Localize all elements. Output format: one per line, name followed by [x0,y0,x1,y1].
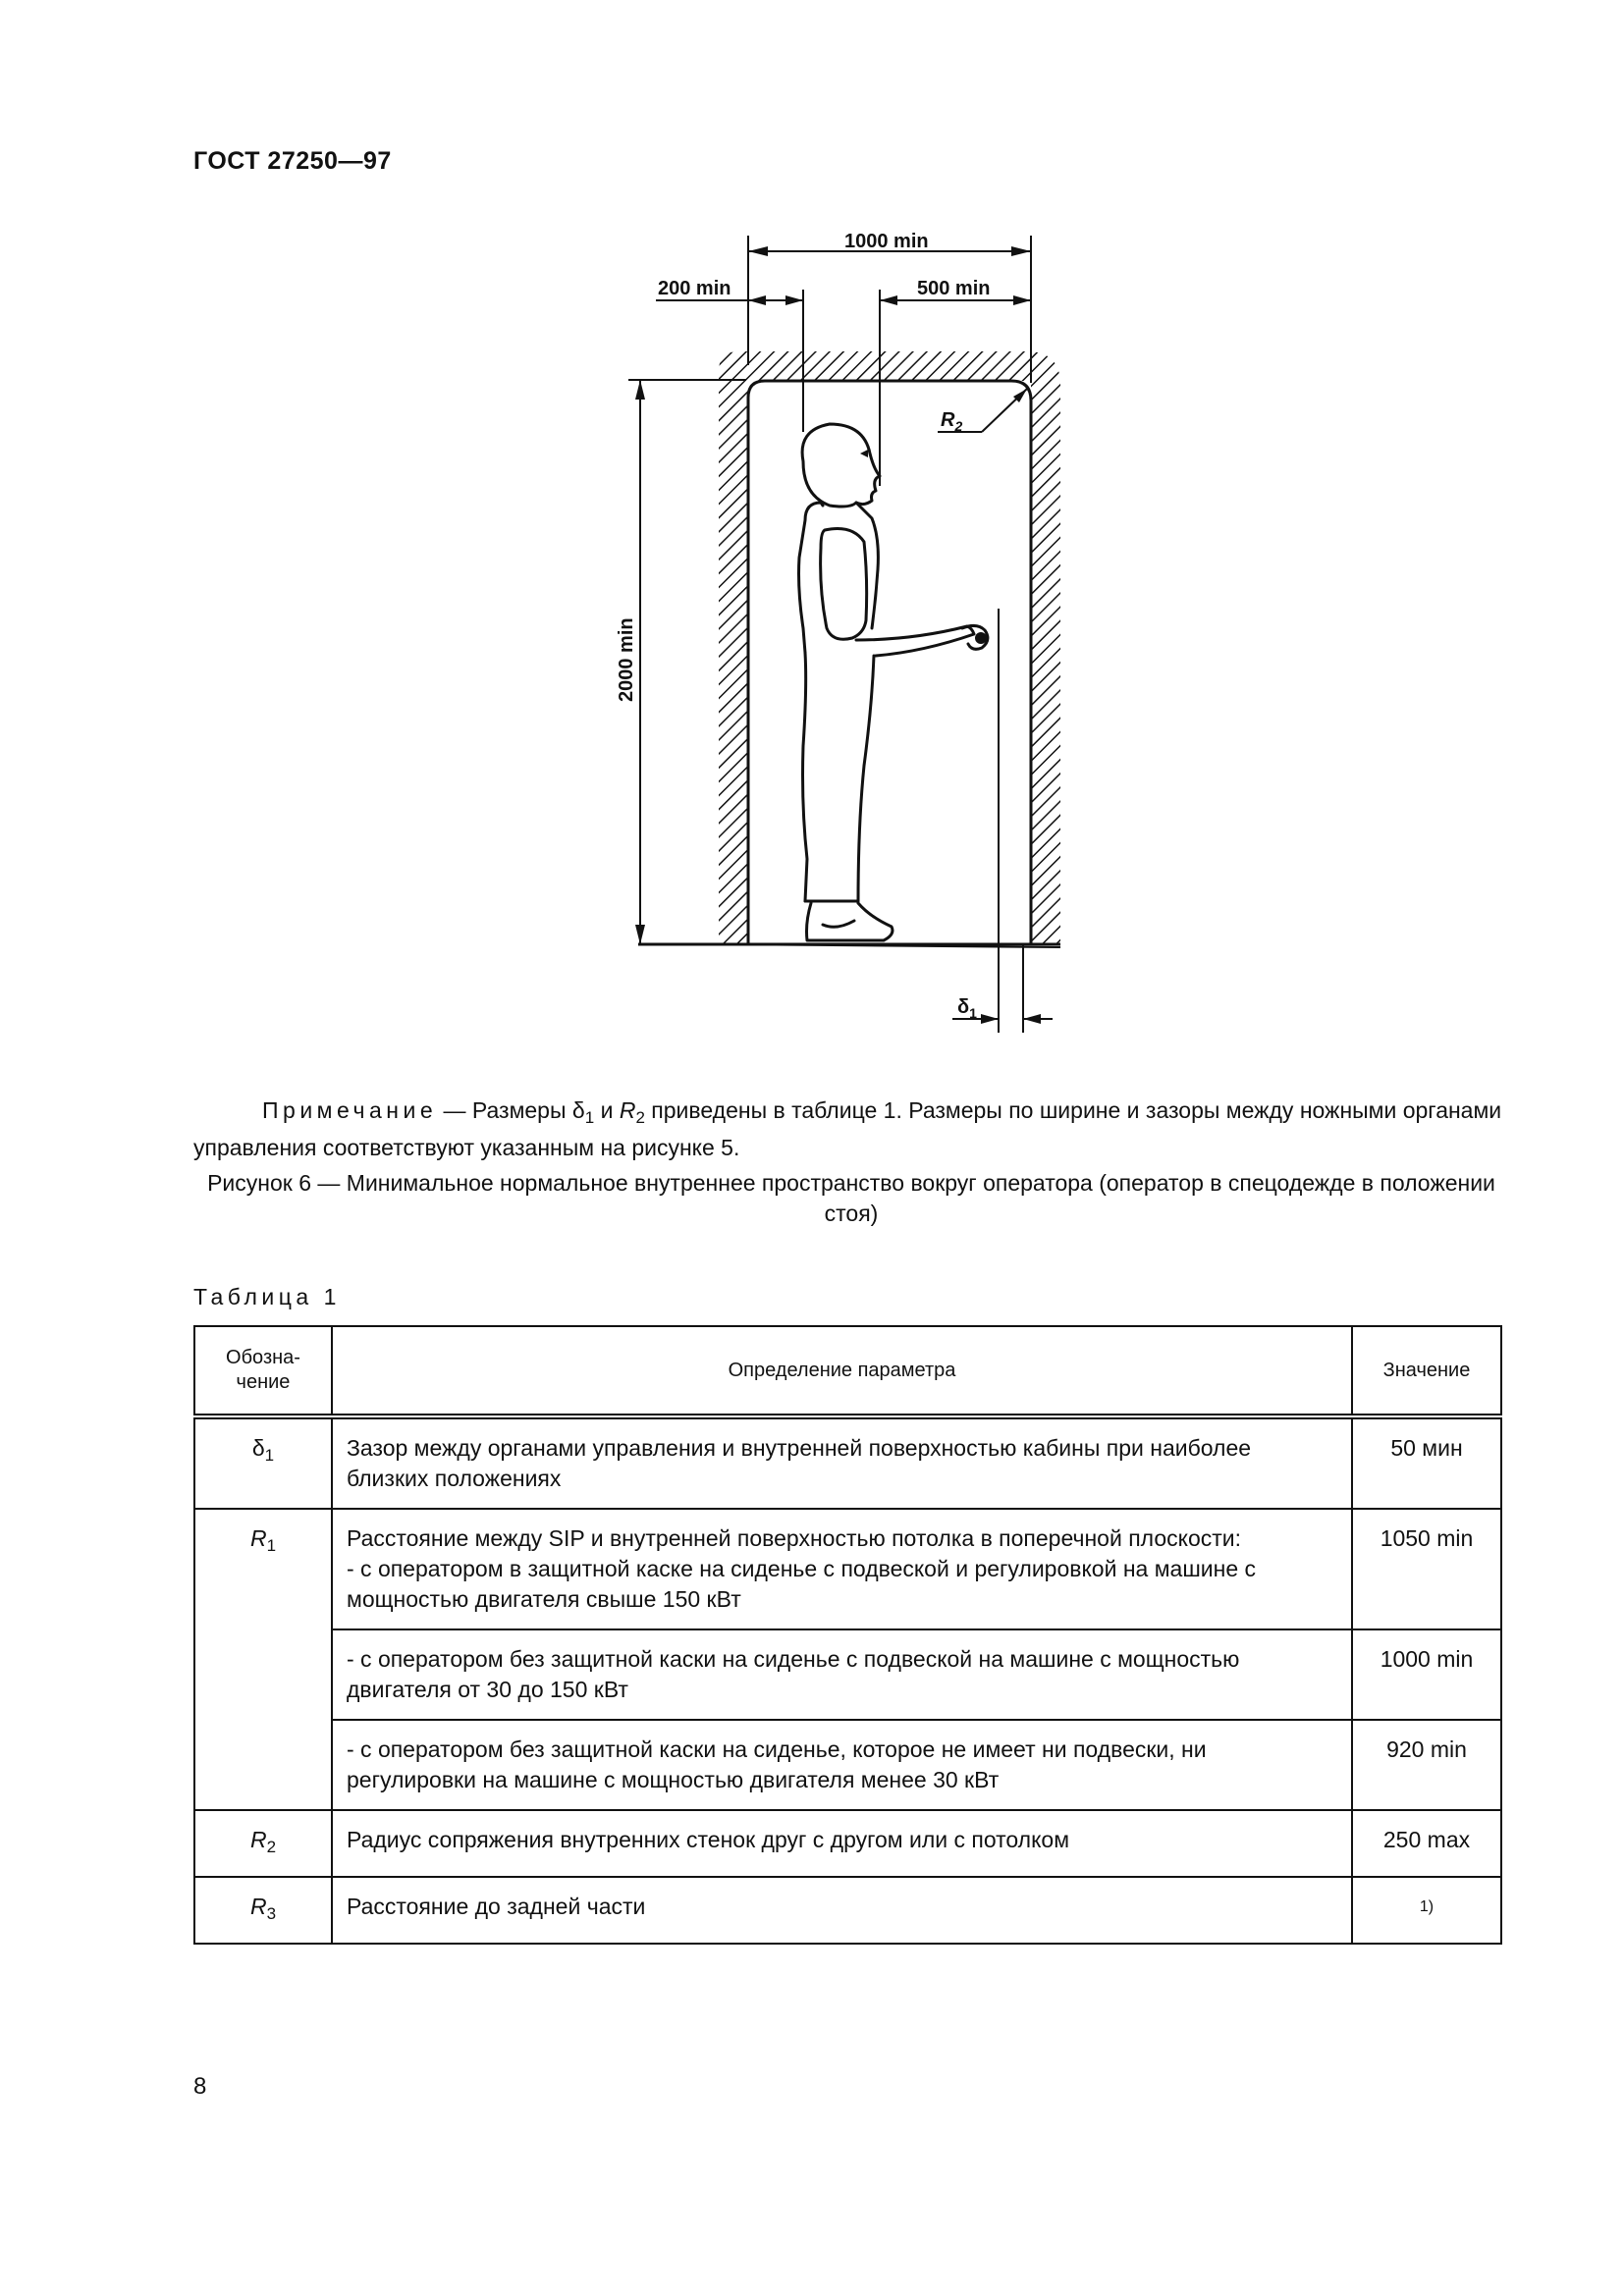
dim-left-label: 200 min [658,278,731,299]
document-header: ГОСТ 27250—97 [193,147,392,175]
cabin-inner-outline [746,379,1033,944]
header-designation: Обозна-чение [193,1325,333,1417]
table-row: R2 Радиус сопряжения внутренних стенок д… [193,1809,1502,1878]
dim-width-label: 1000 min [844,231,929,252]
dim-right-label: 500 min [917,278,990,299]
row-symbol: δ1 [193,1415,333,1510]
row-definition: Расстояние между SIP и внутренней поверх… [331,1508,1353,1630]
header-value: Значение [1351,1325,1502,1417]
row-definition: Радиус сопряжения внутренних стенок друг… [331,1809,1353,1878]
row-definition: - с оператором без защитной каски на сид… [331,1719,1353,1811]
table-row: R1 Расстояние между SIP и внутренней пов… [193,1508,1502,1811]
operator-space-drawing: 1000 min 200 min 500 min 2000 min R2 [616,231,1061,1033]
operator-figure [797,422,990,942]
radius-label: R2 [941,409,962,434]
row-value: 1050 min [1351,1508,1502,1630]
row-value: 1000 min [1351,1629,1502,1721]
table-header-row: Обозна-чение Определение параметра Значе… [193,1325,1502,1417]
figure-note: Примечание — Размеры δ1 и R2 приведены в… [193,1097,1502,1160]
table-row: - с оператором без защитной каски на сид… [194,1719,1502,1811]
delta-label: δ1 [957,996,977,1021]
row-value: 50 мин [1351,1415,1502,1510]
row-symbol: R2 [193,1809,333,1878]
figure-operator-space: 1000 min 200 min 500 min 2000 min R2 [589,216,1080,1060]
table-row: - с оператором без защитной каски на сид… [194,1629,1502,1721]
figure-caption: Рисунок 6 — Минимальное нормальное внутр… [207,1170,1495,1226]
cabin-wall-hatch [719,351,1060,944]
header-definition: Определение параметра [331,1325,1353,1417]
row-value: 1) [1351,1876,1502,1945]
row-definition: - с оператором без защитной каски на сид… [331,1629,1353,1721]
page-number: 8 [193,2073,207,2100]
dim-height-label: 2000 min [616,617,637,702]
row-definition: Расстояние до задней части [331,1876,1353,1945]
note-label: Примечание [262,1097,438,1123]
table-title: Таблица 1 [193,1284,341,1309]
parameters-table: Обозна-чение Определение параметра Значе… [193,1325,1502,1945]
row-value: 250 max [1351,1809,1502,1878]
footnote-ref: 1) [1419,1898,1435,1915]
row-value: 920 min [1351,1719,1502,1811]
row-definition: Зазор между органами управления и внутре… [331,1415,1353,1510]
table-row: δ1 Зазор между органами управления и вну… [193,1415,1502,1510]
table-row: R3 Расстояние до задней части 1) [193,1876,1502,1945]
row-symbol: R1 [193,1508,333,1811]
row-symbol: R3 [193,1876,333,1945]
